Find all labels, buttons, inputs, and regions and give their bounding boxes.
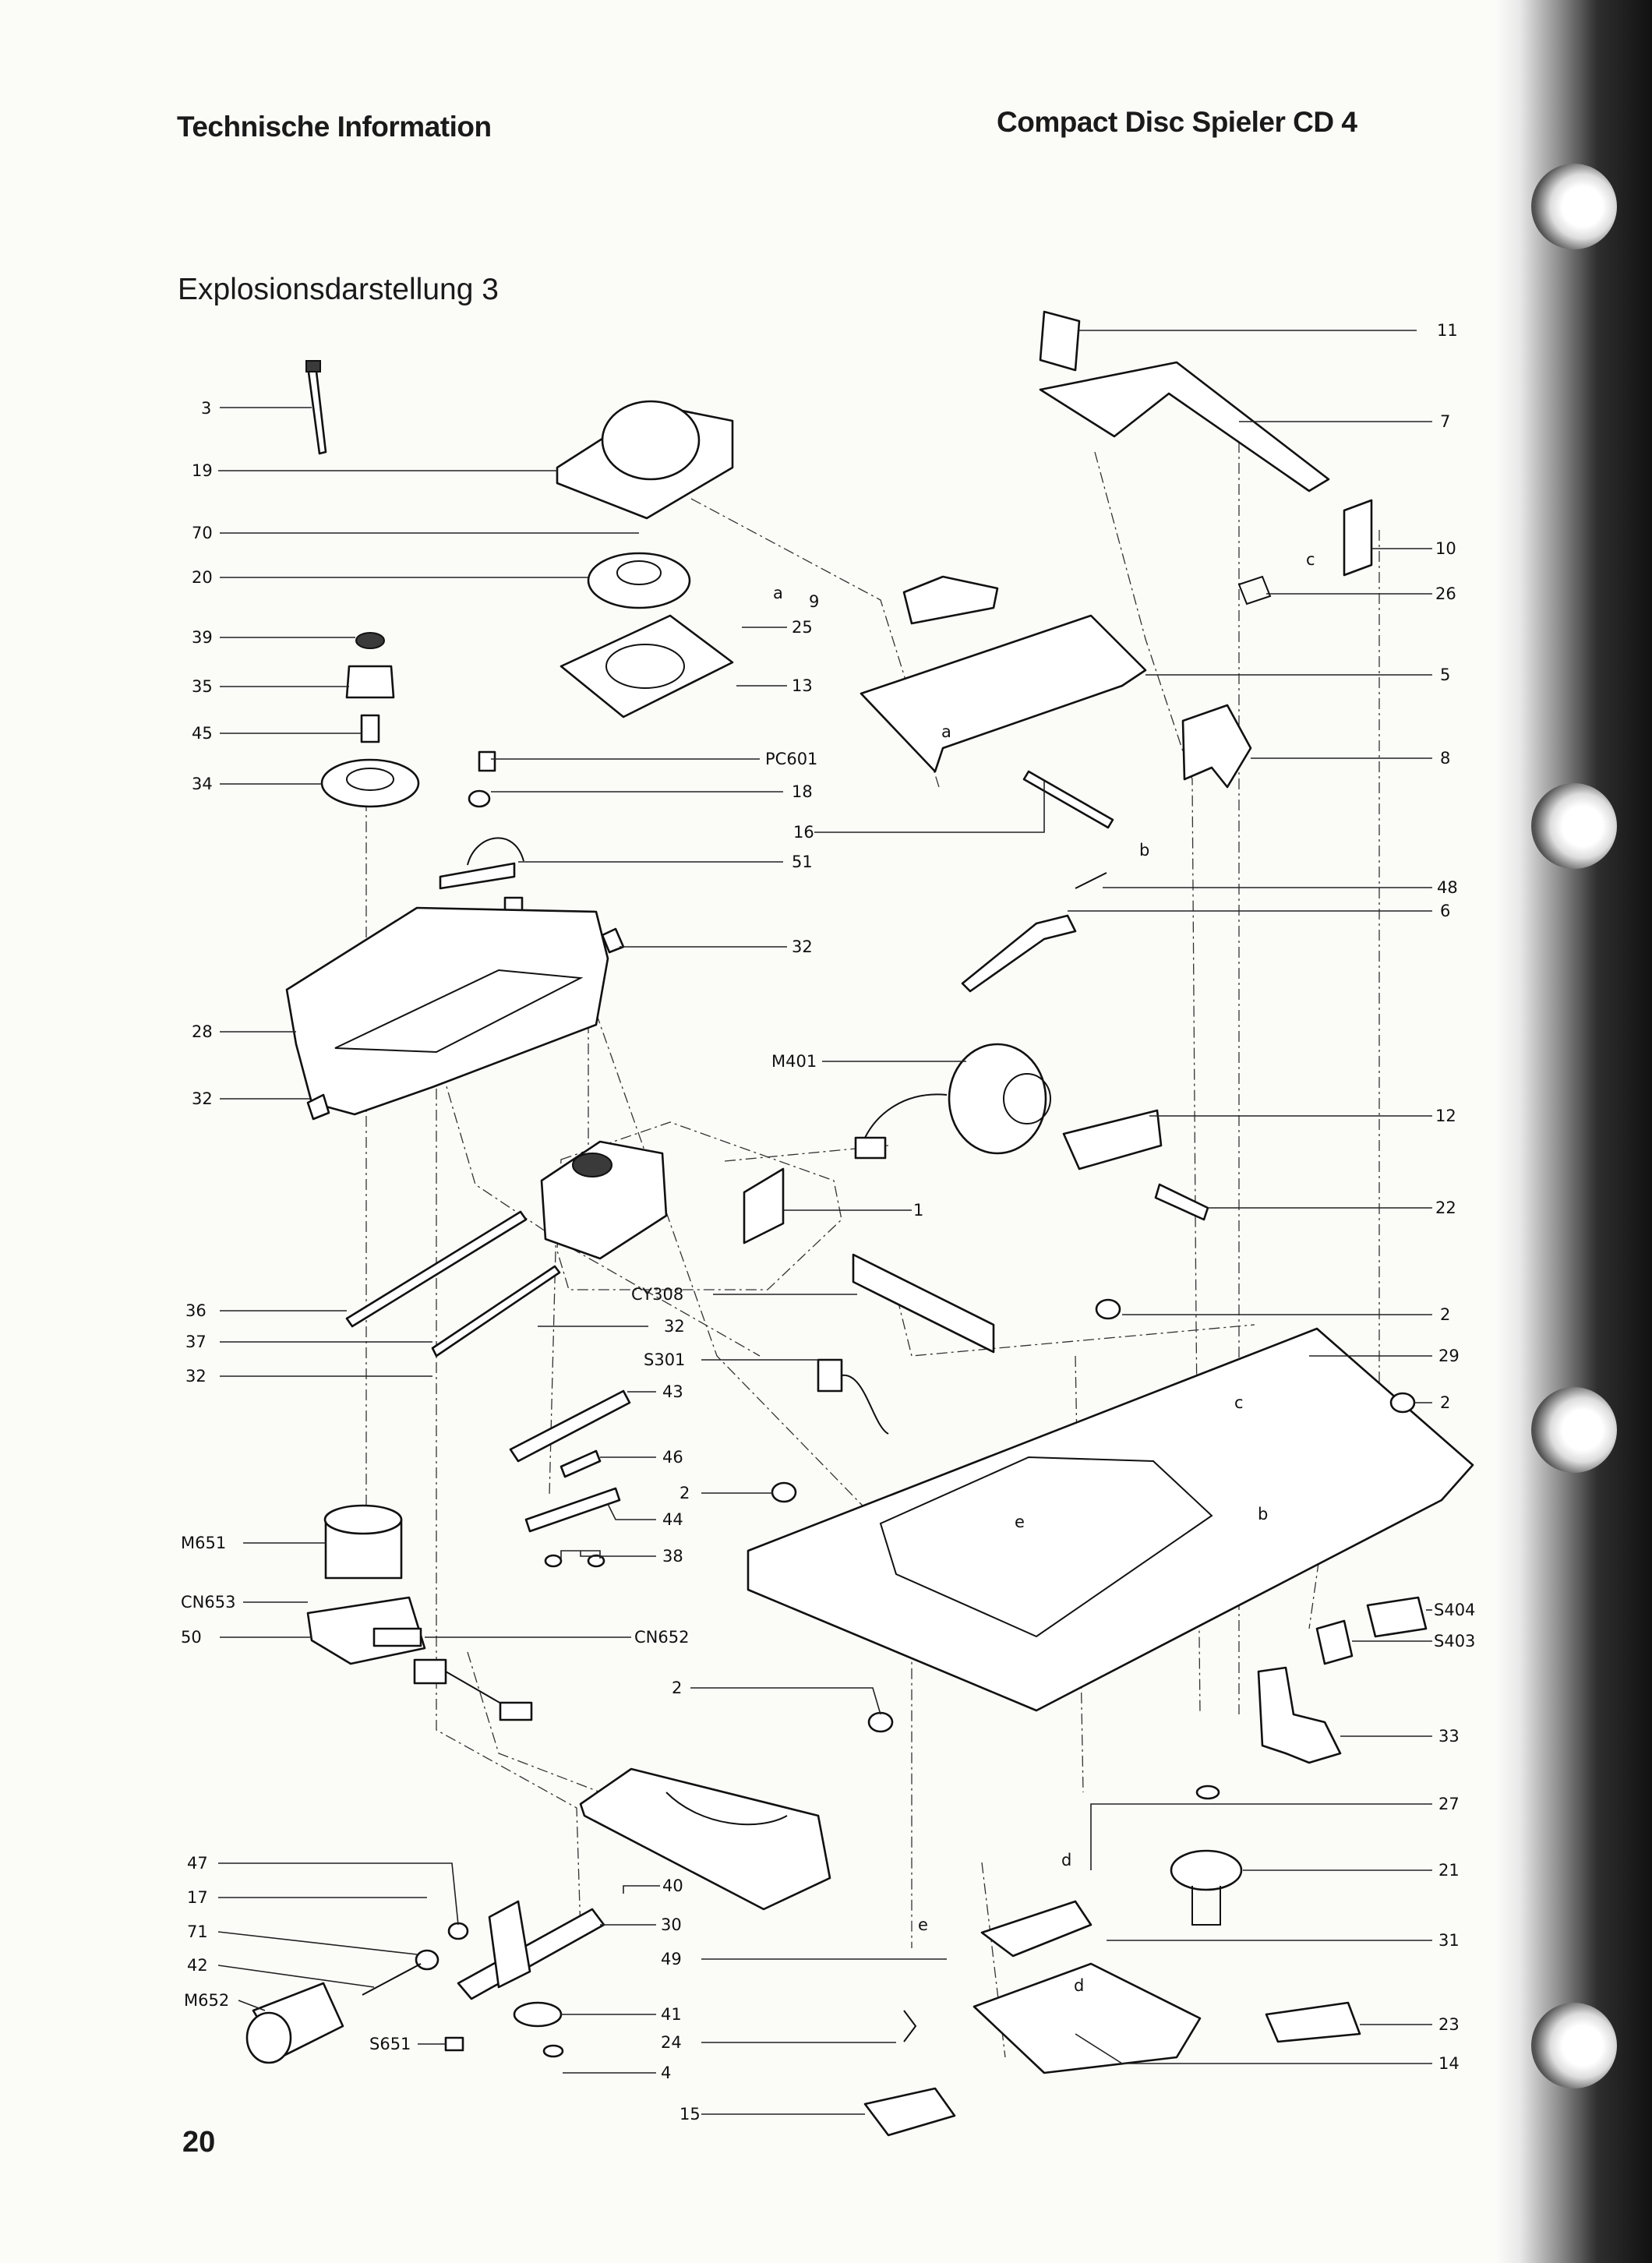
part-label-6: 6 xyxy=(1440,902,1450,920)
part-label-S301: S301 xyxy=(644,1350,685,1369)
part-label-20: 20 xyxy=(192,568,213,587)
marker-d-2: d xyxy=(1074,1976,1084,1995)
part-label-26: 26 xyxy=(1435,584,1456,603)
part-label-35: 35 xyxy=(192,677,213,696)
part-label-S651: S651 xyxy=(369,2035,411,2053)
part-label-2b: 2 xyxy=(672,1679,682,1697)
part-label-38: 38 xyxy=(662,1547,683,1566)
part-label-40: 40 xyxy=(662,1876,683,1895)
marker-e-2: e xyxy=(918,1915,928,1934)
diagram-subtitle: Explosionsdarstellung 3 xyxy=(178,273,499,306)
part-label-8: 8 xyxy=(1440,749,1450,768)
part-label-18: 18 xyxy=(792,782,813,801)
part-label-12: 12 xyxy=(1435,1107,1456,1125)
part-label-32d: 32 xyxy=(664,1317,685,1336)
binder-hole-lower xyxy=(1531,1387,1617,1473)
header-right-title: Compact Disc Spieler CD 4 xyxy=(997,106,1357,138)
part-label-28: 28 xyxy=(192,1022,213,1041)
part-label-3: 3 xyxy=(201,399,211,418)
part-label-50: 50 xyxy=(181,1628,202,1647)
part-label-45: 45 xyxy=(192,724,213,743)
part-label-1: 1 xyxy=(913,1201,923,1220)
part-label-4: 4 xyxy=(661,2064,671,2082)
part-label-25: 25 xyxy=(792,618,813,637)
part-label-2a: 2 xyxy=(680,1484,690,1502)
part-label-13: 13 xyxy=(792,676,813,695)
part-label-10: 10 xyxy=(1435,539,1456,558)
marker-b-1: b xyxy=(1139,841,1149,860)
part-label-32c: 32 xyxy=(792,937,813,956)
header-left-title: Technische Information xyxy=(177,111,492,143)
part-label-S404: S404 xyxy=(1434,1601,1475,1619)
part-label-32: 32 xyxy=(192,1089,213,1108)
part-label-39: 39 xyxy=(192,628,213,647)
part-label-17: 17 xyxy=(187,1888,208,1907)
marker-b-2: b xyxy=(1258,1505,1268,1523)
part-label-16: 16 xyxy=(793,823,814,842)
binder-edge-shadow xyxy=(1496,0,1652,2263)
part-label-9: 9 xyxy=(809,592,819,611)
part-label-2d: 2 xyxy=(1440,1393,1450,1412)
part-label-51: 51 xyxy=(792,853,813,871)
letter-markers: a a b c c b d d e e xyxy=(773,550,1315,1995)
part-label-42: 42 xyxy=(187,1956,208,1975)
part-label-M401: M401 xyxy=(771,1052,817,1071)
part-label-19: 19 xyxy=(192,461,213,480)
marker-d-1: d xyxy=(1061,1851,1071,1869)
part-label-CY308: CY308 xyxy=(631,1285,683,1304)
part-label-32b: 32 xyxy=(185,1367,206,1386)
part-label-43: 43 xyxy=(662,1382,683,1401)
marker-a-2: a xyxy=(941,722,951,741)
part-label-29: 29 xyxy=(1438,1347,1460,1365)
part-label-48: 48 xyxy=(1437,878,1458,897)
binder-hole-middle xyxy=(1531,783,1617,869)
part-label-5: 5 xyxy=(1440,665,1450,684)
part-label-15: 15 xyxy=(680,2105,701,2124)
part-label-34: 34 xyxy=(192,775,213,793)
page-number: 20 xyxy=(182,2126,216,2159)
part-label-CN652: CN652 xyxy=(634,1628,689,1647)
marker-c-1: c xyxy=(1306,550,1315,569)
part-label-71: 71 xyxy=(187,1922,208,1941)
part-label-PC601: PC601 xyxy=(765,750,817,768)
part-label-23: 23 xyxy=(1438,2015,1460,2034)
part-label-M651: M651 xyxy=(181,1534,226,1552)
part-label-33: 33 xyxy=(1438,1727,1460,1746)
part-label-27: 27 xyxy=(1438,1795,1460,1813)
part-label-CN653: CN653 xyxy=(181,1593,235,1612)
part-label-49: 49 xyxy=(661,1950,682,1968)
part-label-S403: S403 xyxy=(1434,1632,1475,1650)
assembly-lines xyxy=(365,421,1380,2058)
part-labels: 3 19 70 20 39 35 45 34 28 32 36 37 32 M6… xyxy=(181,321,1475,2124)
part-label-11: 11 xyxy=(1437,321,1458,340)
part-label-47: 47 xyxy=(187,1854,208,1873)
part-label-2c: 2 xyxy=(1440,1305,1450,1324)
part-label-14: 14 xyxy=(1438,2054,1460,2073)
part-label-41: 41 xyxy=(661,2005,682,2024)
part-label-22: 22 xyxy=(1435,1199,1456,1217)
marker-c-2: c xyxy=(1234,1393,1244,1412)
part-label-36: 36 xyxy=(185,1301,206,1320)
marker-a-1: a xyxy=(773,584,783,602)
exploded-view-diagram: 3 19 70 20 39 35 45 34 28 32 36 37 32 M6… xyxy=(181,310,1475,2137)
parts-artwork xyxy=(245,310,1474,2137)
part-label-30: 30 xyxy=(661,1915,682,1934)
part-label-21: 21 xyxy=(1438,1861,1460,1880)
part-label-37: 37 xyxy=(185,1333,206,1351)
binder-hole-top xyxy=(1531,164,1617,249)
part-label-70: 70 xyxy=(192,524,213,542)
marker-e-1: e xyxy=(1015,1513,1025,1531)
part-label-24: 24 xyxy=(661,2033,682,2052)
part-label-46: 46 xyxy=(662,1448,683,1467)
part-label-7: 7 xyxy=(1440,412,1450,431)
part-label-31: 31 xyxy=(1438,1931,1460,1950)
binder-hole-bottom xyxy=(1531,2003,1617,2088)
part-label-M652: M652 xyxy=(184,1991,229,2010)
part-label-44: 44 xyxy=(662,1510,683,1529)
leader-lines xyxy=(217,330,1432,2115)
